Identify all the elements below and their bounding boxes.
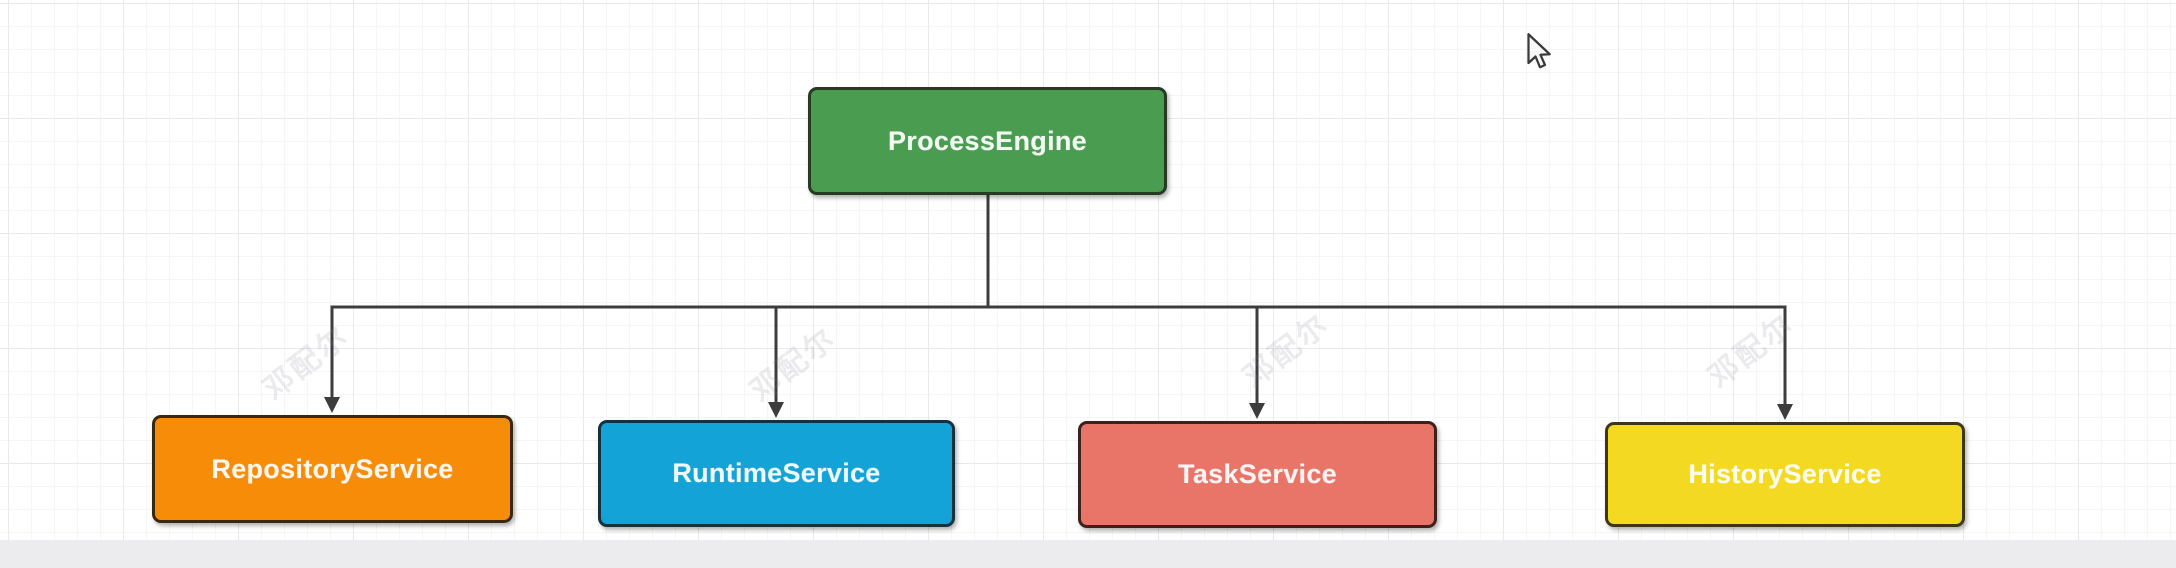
- arrowhead-repository: [324, 397, 340, 413]
- arrowhead-history: [1777, 404, 1793, 420]
- node-process-engine[interactable]: ProcessEngine: [808, 87, 1167, 195]
- bottom-bar: [0, 540, 2176, 568]
- watermark: 邓配尔: [1237, 307, 1336, 395]
- arrowhead-task: [1249, 403, 1265, 419]
- watermark: 邓配尔: [744, 321, 843, 409]
- node-repository-service[interactable]: RepositoryService: [152, 415, 513, 523]
- node-task-service[interactable]: TaskService: [1078, 421, 1437, 528]
- arrowhead-runtime: [768, 402, 784, 418]
- mouse-cursor-icon: [1527, 33, 1551, 69]
- watermark: 邓配尔: [257, 319, 356, 407]
- watermark: 邓配尔: [1702, 307, 1801, 395]
- node-label: ProcessEngine: [888, 125, 1087, 156]
- node-label: HistoryService: [1688, 459, 1882, 489]
- node-history-service[interactable]: HistoryService: [1605, 422, 1965, 527]
- edge-lines: [330, 194, 1787, 408]
- node-label: RepositoryService: [211, 453, 454, 484]
- node-runtime-service[interactable]: RuntimeService: [598, 420, 955, 527]
- node-label: RuntimeService: [672, 458, 881, 488]
- node-label: TaskService: [1178, 459, 1337, 489]
- edge-arrowheads: [324, 397, 1793, 420]
